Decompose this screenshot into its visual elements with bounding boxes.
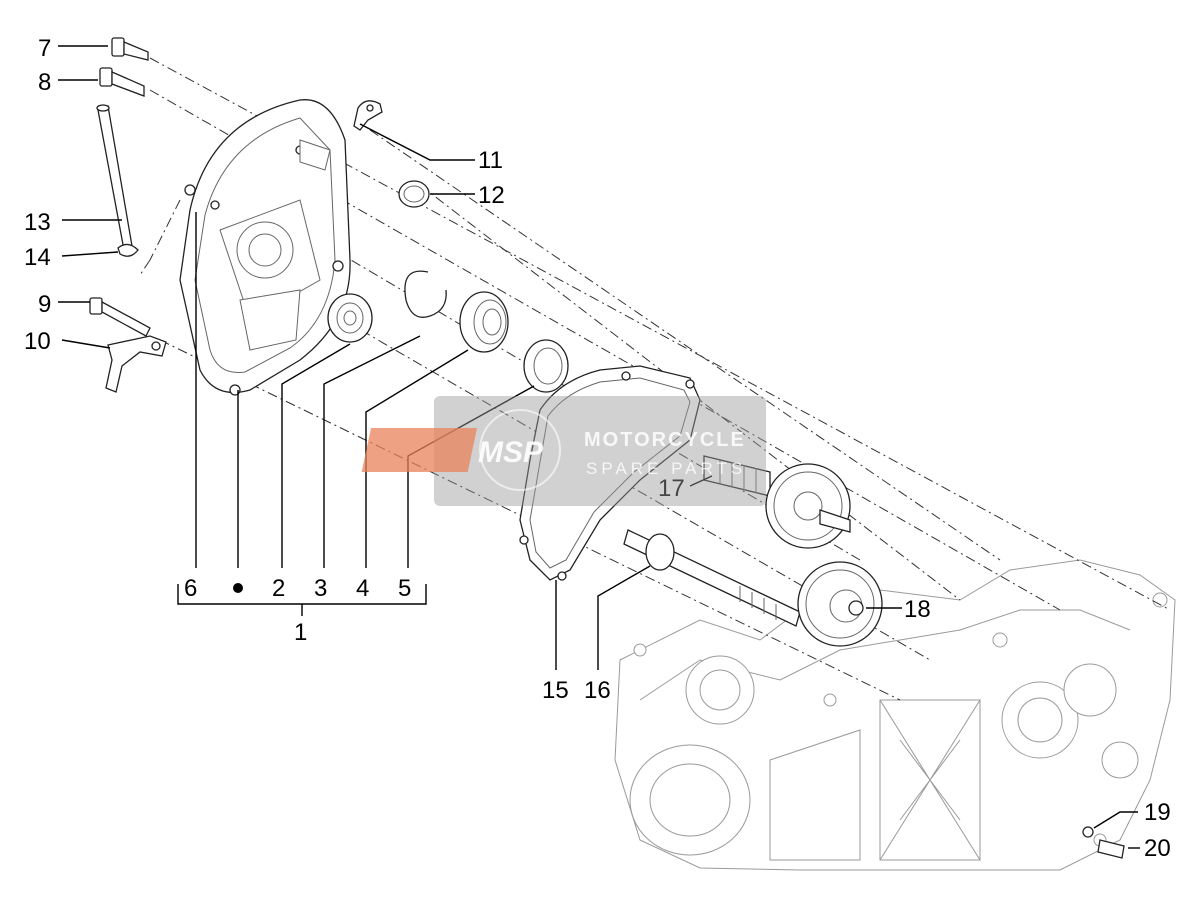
- part-20-plug: [1097, 839, 1125, 859]
- callout-7: 7: [38, 35, 51, 62]
- watermark-box: [434, 396, 766, 506]
- callout-4: 4: [356, 575, 369, 602]
- part-10-bracket: [105, 335, 167, 393]
- callout-10: 10: [24, 328, 51, 355]
- watermark-line2: SPARE PARTS: [586, 459, 746, 478]
- part-3-circlip: [404, 270, 447, 318]
- part-13-tube: [96, 104, 133, 251]
- part-5-oil-seal: [523, 339, 569, 393]
- callout-2: 2: [272, 575, 285, 602]
- transmission-cover: [179, 99, 351, 396]
- callout-8: 8: [38, 69, 51, 96]
- callout-3: 3: [314, 575, 327, 602]
- callout-20: 20: [1144, 835, 1171, 862]
- callout-11: 11: [478, 147, 503, 174]
- callout-1: 1: [294, 619, 307, 646]
- part-4-bearing: [459, 291, 509, 353]
- watermark-logo-badge: [361, 428, 478, 472]
- part-16-primary-shaft: [623, 529, 801, 627]
- callout-18: 18: [904, 596, 931, 623]
- part-7-bolt: [111, 37, 149, 61]
- callout-6: 6: [184, 575, 197, 602]
- watermark-line1: MOTORCYCLE: [584, 429, 746, 451]
- part-8-bolt: [99, 67, 145, 97]
- callout-labels: 7 8 13 14 9 10 11 12 6 2 3 4 5 1 15 16 1…: [24, 35, 1171, 862]
- callout-16: 16: [584, 677, 611, 704]
- part-18-gear: [797, 561, 883, 647]
- callout-9: 9: [38, 291, 51, 318]
- part-17-gear-shaft: [703, 455, 851, 549]
- callout-19: 19: [1144, 799, 1171, 826]
- callout-15: 15: [542, 677, 569, 704]
- callout-14: 14: [24, 244, 51, 271]
- part-11-tab: [353, 100, 383, 131]
- callout-13: 13: [24, 209, 51, 236]
- leader-lines: [58, 45, 1140, 849]
- callout-5: 5: [398, 575, 411, 602]
- watermark-logo: MSP: [478, 436, 544, 469]
- part-12-cap: [398, 180, 430, 208]
- crankcase-housing: [614, 559, 1176, 871]
- part-9-bolt: [89, 297, 151, 337]
- bullet-dot: [233, 583, 243, 593]
- globe-icon: [479, 409, 561, 491]
- part-2-bearing: [327, 293, 373, 343]
- callout-12: 12: [478, 182, 505, 209]
- callout-17: 17: [658, 475, 685, 502]
- part-15-gasket: [519, 365, 701, 581]
- part-19-washer: [1082, 826, 1094, 838]
- watermark: MSP MOTORCYCLE SPARE PARTS: [361, 396, 766, 506]
- part-14-clip: [117, 243, 139, 257]
